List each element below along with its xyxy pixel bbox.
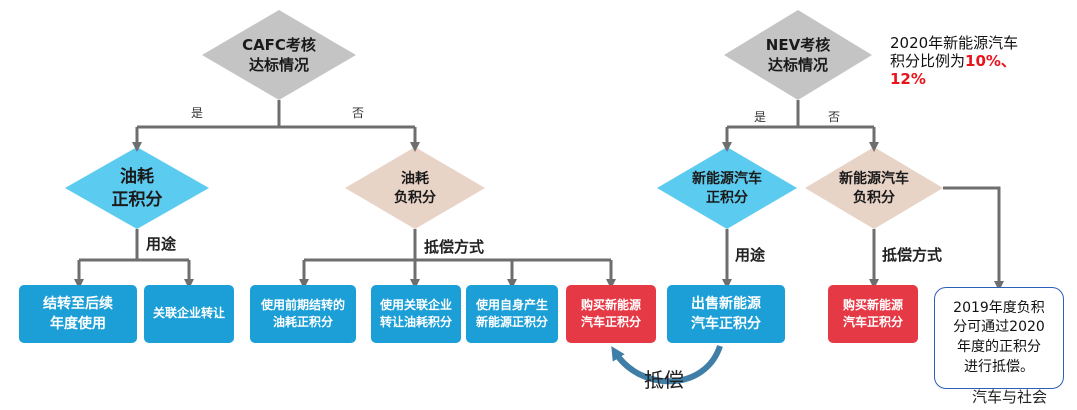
offset-curved-arrow xyxy=(611,344,723,385)
note-line-1: 2020年新能源汽车 xyxy=(890,34,1019,52)
nev-decision-diamond xyxy=(724,10,872,100)
fuel-offset-label: 抵偿方式 xyxy=(424,238,485,256)
nev-buy-box: 购买新能源 汽车正积分 xyxy=(828,285,918,343)
cafc-yes-label: 是 xyxy=(191,106,204,120)
cafc-decision-diamond xyxy=(202,10,356,100)
nev-usage-label: 用途 xyxy=(735,246,766,264)
carryover-arrow xyxy=(943,186,1004,291)
fuel-negative-label: 油耗 负积分 xyxy=(394,171,436,206)
offset-arrow-label: 抵偿 xyxy=(644,368,684,392)
offset-box-prior-carryover: 使用前期结转的 油耗正积分 xyxy=(250,285,356,343)
cafc-no-label: 否 xyxy=(352,106,365,120)
note-ratio-2021: 12% xyxy=(890,70,926,88)
nev-positive-label: 新能源汽车 正积分 xyxy=(692,171,762,206)
note-line-2: 积分比例为10%、 xyxy=(890,52,1070,70)
fuel-usage-label: 用途 xyxy=(146,235,177,253)
nev-ratio-note: 2020年新能源汽车 积分比例为10%、 12% xyxy=(890,34,1070,88)
fuel-negative-diamond xyxy=(345,147,485,229)
offset-box-buy-nev: 购买新能源 汽车正积分 xyxy=(566,285,656,343)
note-line-2-prefix: 积分比例为 xyxy=(890,52,966,70)
fuel-positive-label: 油耗 正积分 xyxy=(111,167,163,210)
use-box-carryover: 结转至后续 年度使用 xyxy=(19,285,137,343)
offset-box-own-nev: 使用自身产生 新能源正积分 xyxy=(466,285,558,343)
nev-offset-label: 抵偿方式 xyxy=(882,246,943,264)
fuel-positive-diamond xyxy=(65,147,209,229)
watermark: 汽车与社会 xyxy=(972,388,1048,406)
note-ratio-2020: 10%、 xyxy=(965,52,1016,70)
nev-negative-diamond xyxy=(805,147,943,229)
nev-no-label: 否 xyxy=(828,110,841,124)
offset-box-affiliate: 使用关联企业 转让油耗积分 xyxy=(371,285,461,343)
nev-yes-label: 是 xyxy=(754,110,767,124)
nev-positive-diamond xyxy=(657,147,797,229)
carryover-note-box: 2019年度负积 分可通过2020 年度的正积分 进行抵偿。 xyxy=(934,287,1064,389)
nev-sell-box: 出售新能源 汽车正积分 xyxy=(667,285,785,343)
cafc-decision-label: CAFC考核 达标情况 xyxy=(242,35,316,74)
use-box-affiliate-transfer: 关联企业转让 xyxy=(144,285,234,343)
nev-decision-label: NEV考核 达标情况 xyxy=(765,35,831,74)
nev-negative-label: 新能源汽车 负积分 xyxy=(839,171,909,206)
